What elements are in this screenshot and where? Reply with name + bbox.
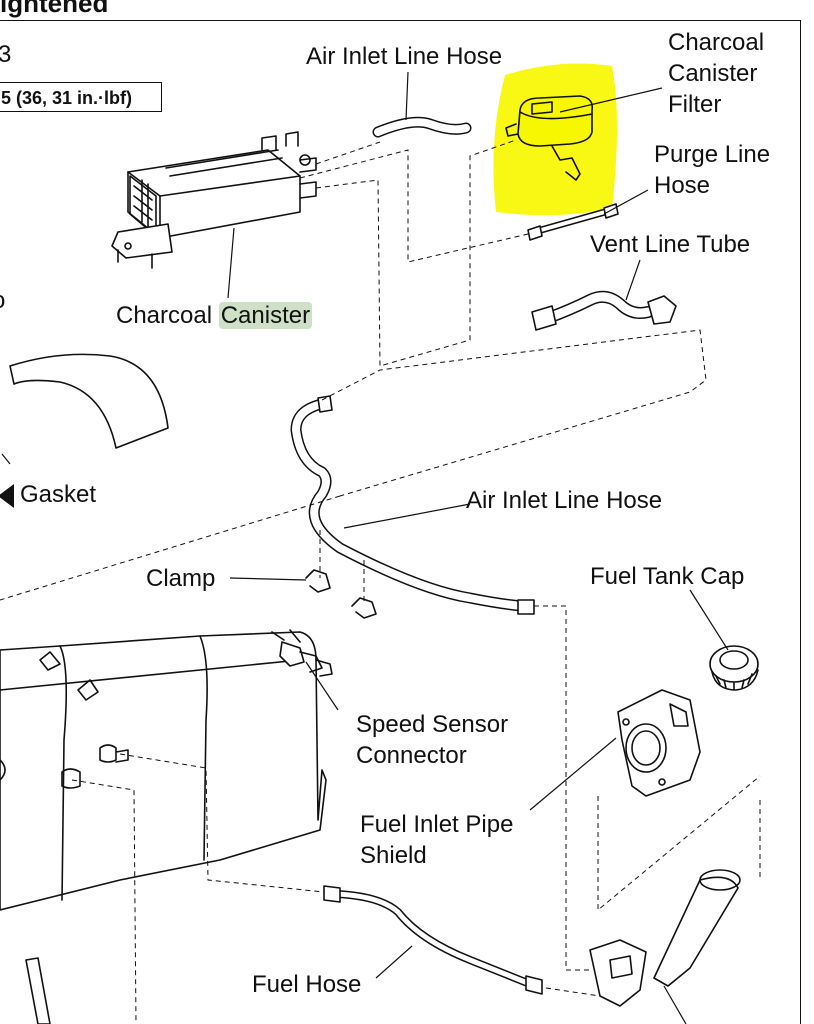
fuel-inlet-pipe-shield-drawing <box>617 689 701 797</box>
charcoal-canister-drawing <box>111 131 317 269</box>
label-charcoal-canister-filter-line3: Filter <box>668 91 722 118</box>
fuel-tank-cap-drawing <box>709 645 759 691</box>
code-fragment: 3 <box>0 41 12 68</box>
label-vent-line-tube: Vent Line Tube <box>590 231 751 258</box>
label-air-inlet-line-hose-mid: Air Inlet Line Hose <box>466 487 663 514</box>
label-fuel-inlet-pipe-shield-line2: Shield <box>360 842 427 869</box>
label-purge-line-hose-line2: Hose <box>654 172 711 199</box>
frame-top-border <box>0 20 800 21</box>
fuel-tank-drawing <box>0 631 327 911</box>
label-fuel-tank-cap: Fuel Tank Cap <box>590 563 745 590</box>
label-charcoal-canister-word1: Charcoal <box>116 302 213 329</box>
label-fuel-hose: Fuel Hose <box>252 971 362 998</box>
label-charcoal-canister-word2-highlighted: Canister <box>218 302 313 329</box>
speed-sensor-connector-drawing <box>271 629 333 677</box>
label-clamp: Clamp <box>146 565 216 592</box>
label-purge-line-hose-line1: Purge Line <box>654 141 771 168</box>
tank-strap-drawing <box>25 957 51 1024</box>
air-inlet-hose-long-drawing <box>290 395 535 615</box>
label-charcoal-canister: Charcoal Canister <box>116 301 313 331</box>
label-speed-sensor-connector-line1: Speed Sensor <box>356 711 509 738</box>
label-gasket: Gasket <box>20 481 97 508</box>
label-charcoal-canister-filter-line2: Canister <box>668 60 758 87</box>
fuel-inlet-pipe-drawing <box>589 869 741 1007</box>
clamp-drawing-1 <box>305 569 331 593</box>
label-air-inlet-line-hose-top: Air Inlet Line Hose <box>306 43 503 70</box>
frame-right-border <box>800 20 801 1024</box>
assembly-dashed-lines <box>0 139 761 1024</box>
vent-line-tube-drawing <box>531 290 677 331</box>
side-mark-fragment: o <box>0 286 5 316</box>
label-fuel-inlet-pipe-shield-line1: Fuel Inlet Pipe <box>360 811 514 838</box>
label-charcoal-canister-filter-line1: Charcoal <box>668 29 765 56</box>
torque-spec-box: 5 (36, 31 in.·lbf) <box>0 82 162 112</box>
label-speed-sensor-connector-line2: Connector <box>356 742 467 769</box>
gasket-triangle-icon <box>0 484 14 508</box>
leader-lines <box>1 71 729 1024</box>
fuel-hose-drawing <box>323 885 543 995</box>
clamp-drawing-2 <box>351 597 377 619</box>
section-heading-fragment: ightened <box>0 0 109 18</box>
tank-cover-drawing <box>9 353 169 449</box>
